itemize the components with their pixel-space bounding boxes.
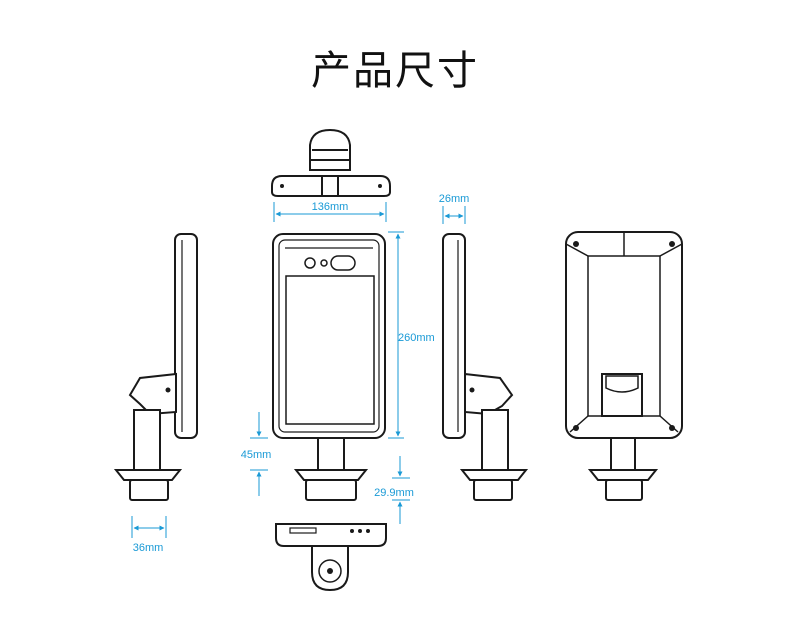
width-label: 136mm (312, 201, 349, 213)
top-view (271, 128, 391, 197)
height-label: 260mm (398, 332, 435, 344)
dimension-labels: 136mm 26mm 260mm 45mm 29.9mm 36mm (133, 193, 470, 554)
right-side-view (442, 233, 529, 501)
dimension-lines (131, 202, 466, 538)
bottom-view (275, 523, 387, 592)
pole-diameter-label: 36mm (133, 542, 164, 554)
page-title: 产品尺寸 (311, 48, 479, 94)
bracket-gap-label: 45mm (241, 449, 272, 461)
left-side-view (113, 233, 198, 501)
back-view (565, 231, 683, 501)
front-view (272, 233, 386, 501)
depth-label: 26mm (439, 193, 470, 205)
pole-length-label: 29.9mm (374, 487, 414, 499)
